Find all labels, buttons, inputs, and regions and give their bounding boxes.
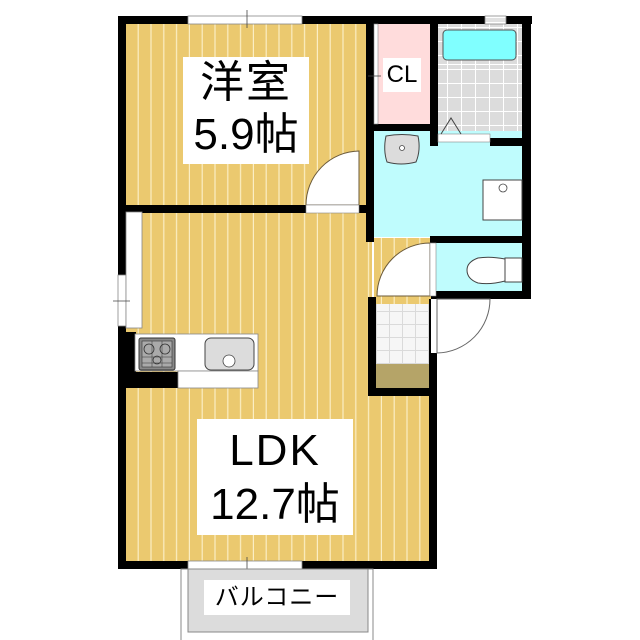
window-ldk-left <box>117 274 127 327</box>
ldk-label: LDK 12.7帖 <box>197 419 353 535</box>
gas-stove-icon <box>138 337 176 371</box>
ldk-size: 12.7帖 <box>210 480 340 529</box>
window-western-top <box>187 15 303 25</box>
washbasin-icon <box>384 134 420 165</box>
ldk-name: LDK <box>229 426 321 475</box>
bathroom-door[interactable] <box>437 117 491 143</box>
washing-machine-icon <box>482 179 523 221</box>
hall-floor-strip <box>374 298 436 304</box>
western-room-size: 5.9帖 <box>193 110 299 159</box>
bathtub-icon <box>442 29 517 61</box>
toilet-door[interactable] <box>429 242 437 297</box>
window-ldk-left-inner <box>125 211 143 329</box>
western-room-name: 洋室 <box>200 58 292 107</box>
western-room-door[interactable] <box>305 150 360 214</box>
entrance-floor <box>376 302 431 364</box>
sink-icon <box>204 337 255 371</box>
window-bath-vent <box>484 15 507 25</box>
balcony-label: バルコニー <box>204 580 350 615</box>
washroom-door[interactable] <box>376 242 431 304</box>
closet-label: CL <box>383 58 421 92</box>
entrance-door[interactable] <box>431 298 491 354</box>
shoe-cabinet-icon <box>376 364 431 388</box>
window-balcony <box>187 560 303 570</box>
bathroom-step <box>438 64 522 65</box>
western-room-label: 洋室 5.9帖 <box>183 57 309 164</box>
toilet-icon <box>466 256 523 285</box>
closet-door[interactable] <box>373 23 379 125</box>
